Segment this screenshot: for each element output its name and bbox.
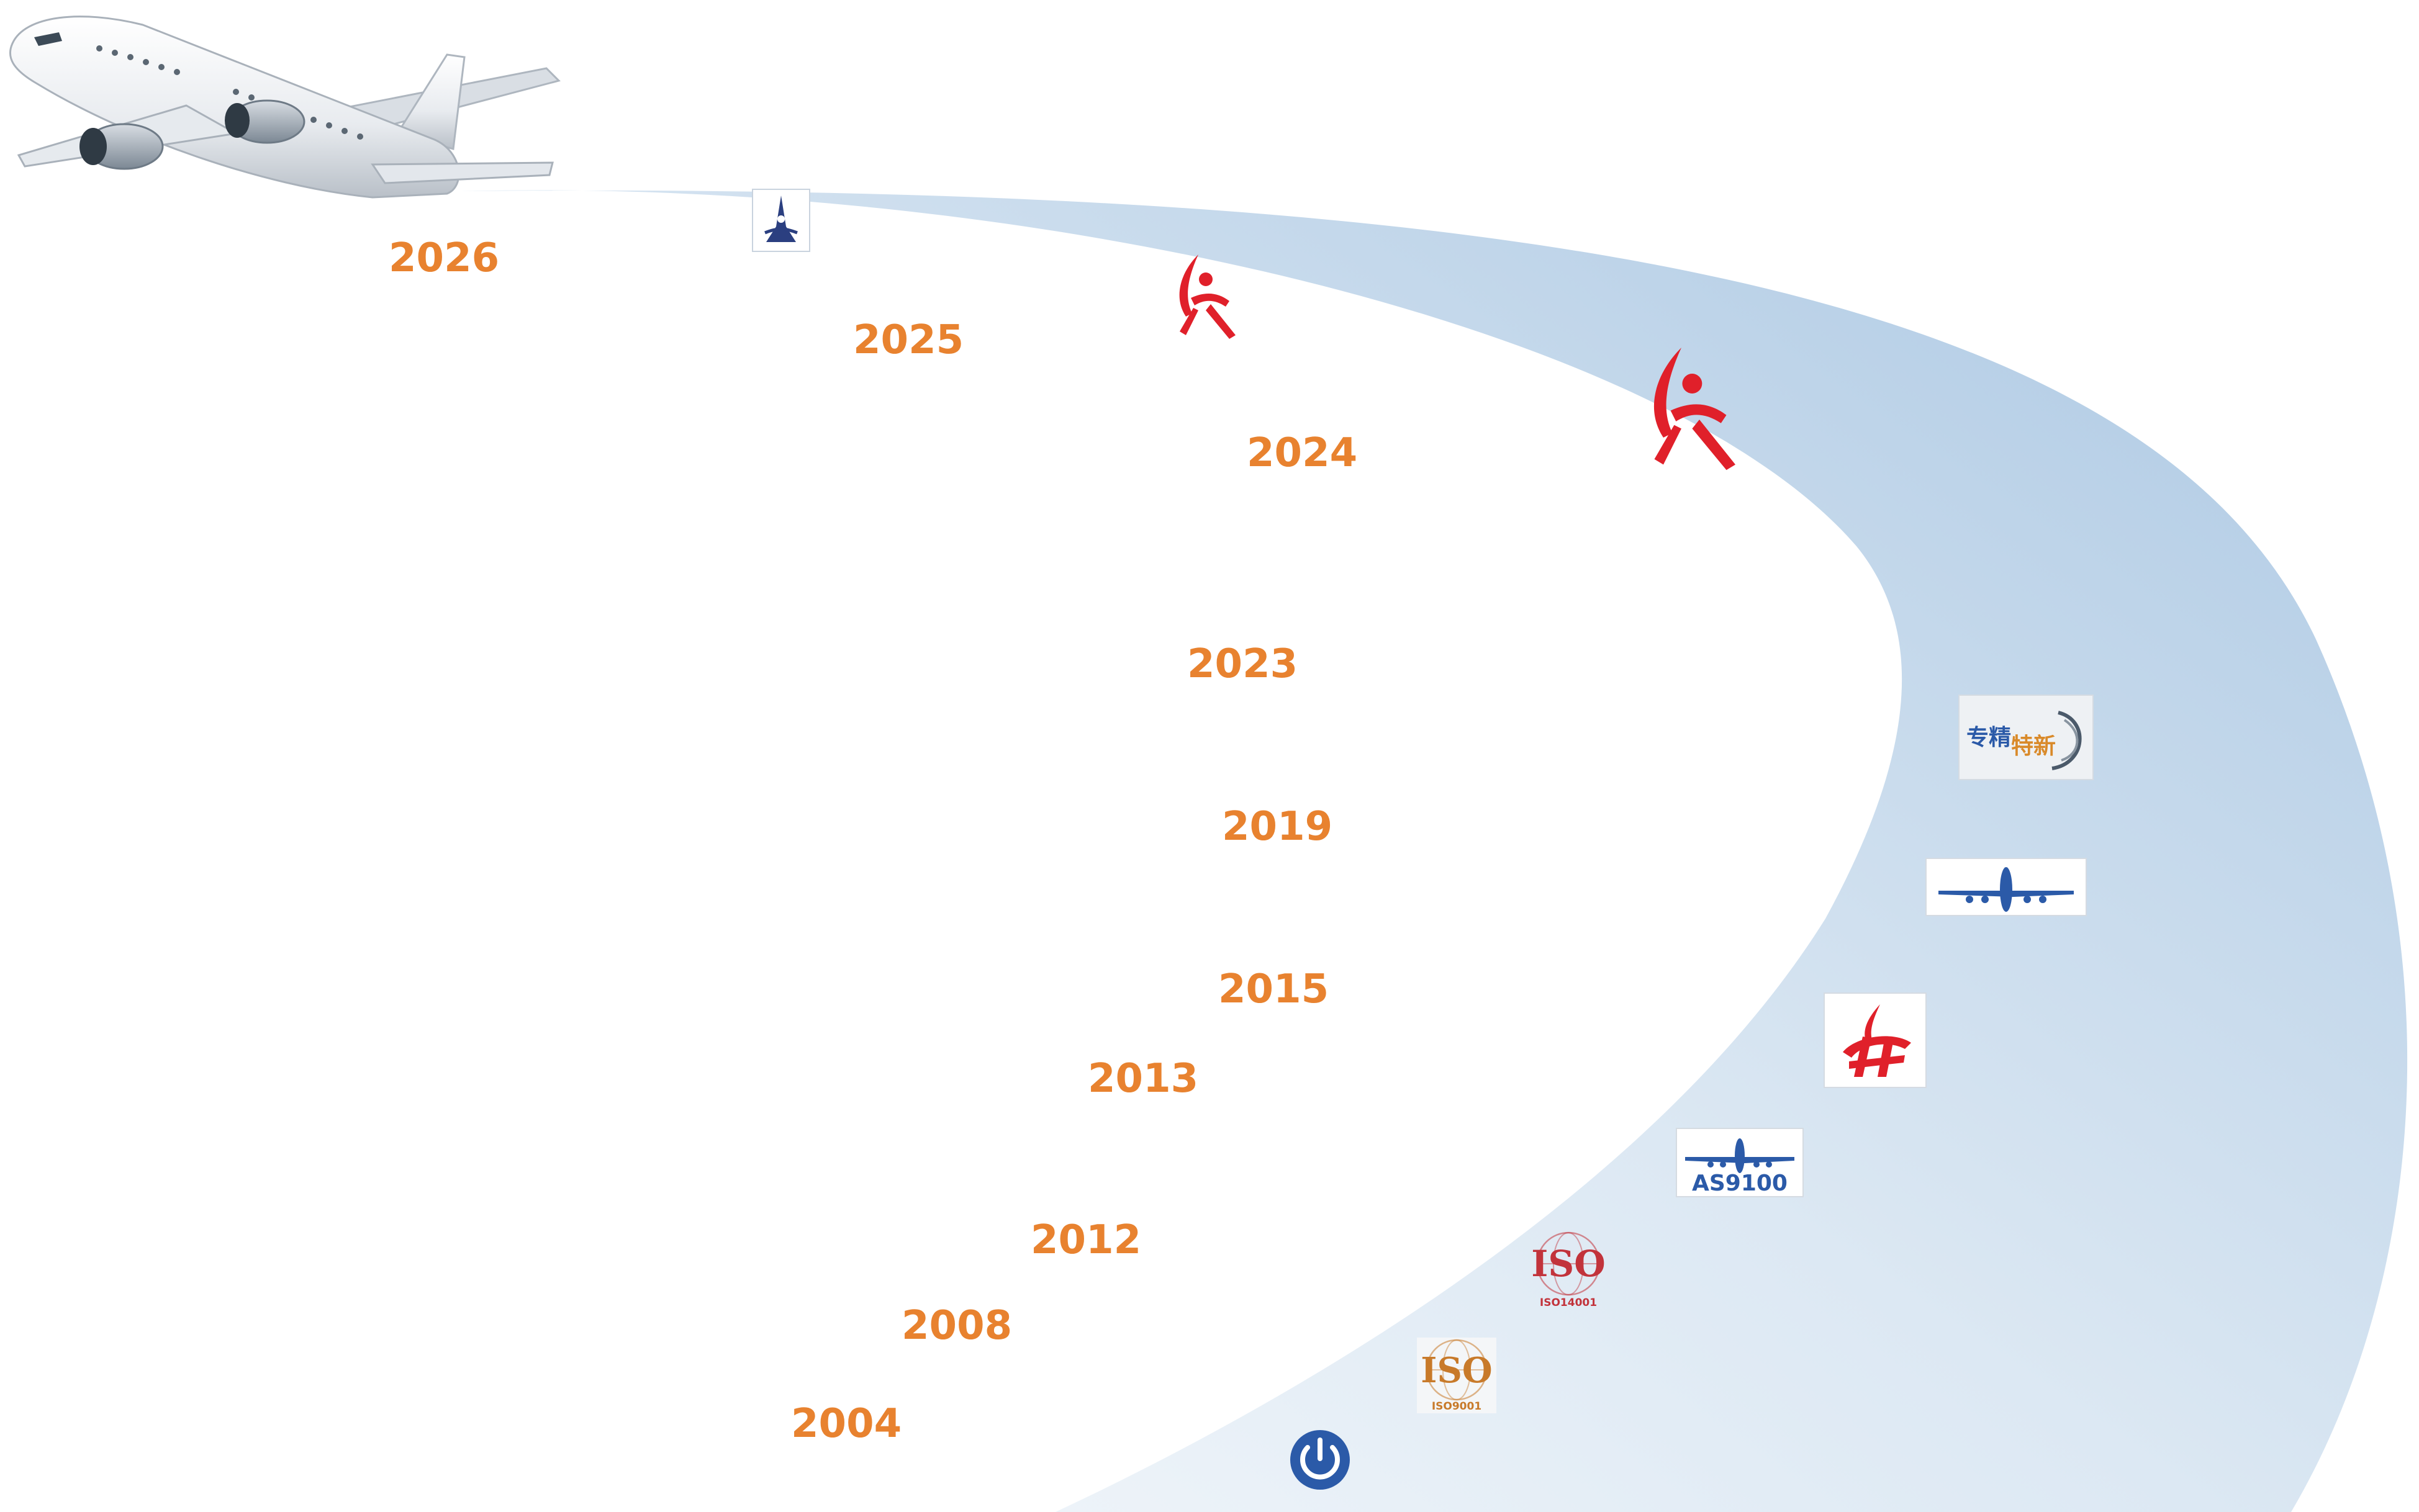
power-icon (1290, 1430, 1350, 1490)
year-label-2023: 2023 (1187, 641, 1298, 687)
red-torch-program-logo (1824, 992, 1927, 1088)
red-torch-icon (1653, 348, 1735, 470)
year-label-2004: 2004 (791, 1401, 902, 1447)
year-label-2015: 2015 (1218, 966, 1329, 1012)
as9100-logo-text: AS9100 (1692, 1171, 1788, 1196)
year-label-2025: 2025 (853, 317, 964, 363)
iso9001-logo-main: ISO (1421, 1350, 1492, 1391)
specialized-logo-text-1: 专精 (1966, 725, 2011, 750)
iso14001-logo-sub: ISO14001 (1540, 1297, 1597, 1309)
year-label-2019: 2019 (1222, 804, 1333, 850)
as9100-logo: AS9100 (1676, 1128, 1804, 1197)
red-torch-icon (1179, 254, 1236, 339)
iso14001-logo: ISO ISO14001 (1531, 1231, 1606, 1309)
year-label-2024: 2024 (1247, 430, 1358, 476)
specialized-innovative-logo: 专精 特新 (1958, 695, 2094, 780)
year-label-2013: 2013 (1088, 1056, 1199, 1102)
iso14001-logo-main: ISO (1531, 1243, 1606, 1285)
iso9001-logo: ISO ISO9001 (1417, 1338, 1496, 1413)
iso9001-logo-sub: ISO9001 (1432, 1400, 1481, 1413)
year-label-2008: 2008 (902, 1303, 1013, 1349)
specialized-logo-text-2: 特新 (2011, 734, 2056, 759)
flight-path-band (459, 190, 2408, 1512)
airliner-logo (1925, 858, 2087, 916)
airplane-icon (9, 16, 561, 199)
year-label-2012: 2012 (1031, 1217, 1142, 1263)
year-label-2026: 2026 (389, 235, 500, 281)
academy-tower-icon (752, 189, 810, 252)
